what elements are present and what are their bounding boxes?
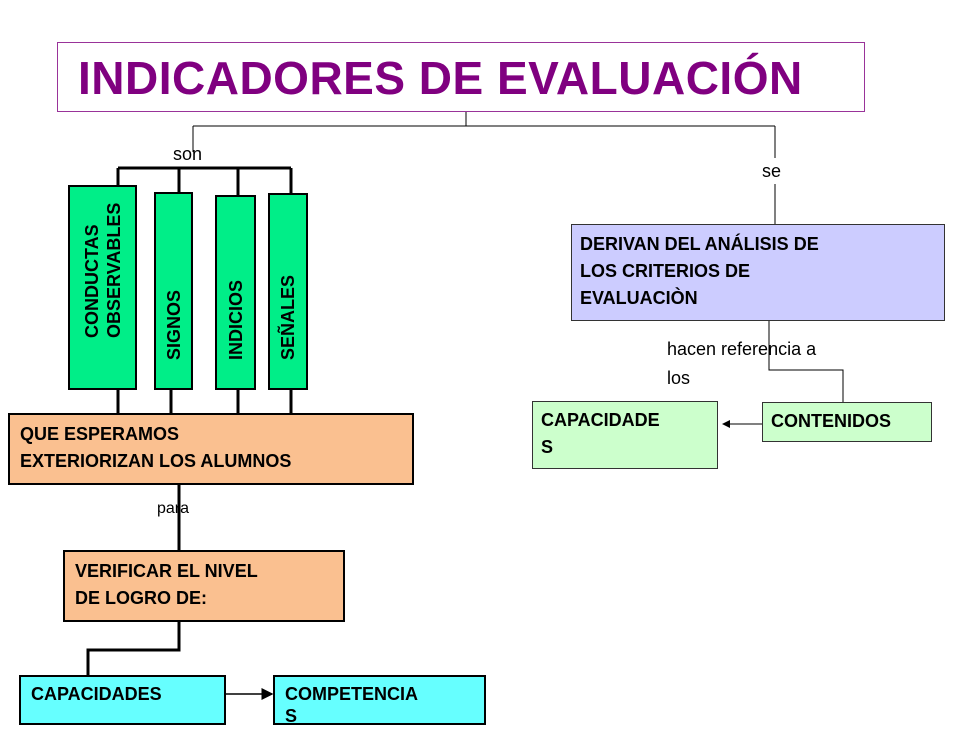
signos-label: SIGNOS <box>163 289 184 360</box>
contenidos-label: CONTENIDOS <box>771 411 892 431</box>
title-box: INDICADORES DE EVALUACIÓN <box>57 42 865 112</box>
verify-line1: VERIFICAR EL NIVEL <box>75 561 258 581</box>
derive-line1: DERIVAN DEL ANÁLISIS DE <box>580 234 819 254</box>
verify-line2: DE LOGRO DE: <box>75 588 208 608</box>
hacen-referencia-label-line2: los <box>667 368 691 388</box>
capacidades-label: CAPACIDADES <box>31 684 162 704</box>
verify-box: VERIFICAR EL NIVEL DE LOGRO DE: <box>63 550 345 622</box>
diagram-title: INDICADORES DE EVALUACIÓN <box>78 52 803 104</box>
conductas-observables-text: CONDUCTAS OBSERVABLES <box>81 203 125 338</box>
contenidos-box: CONTENIDOS <box>762 402 932 442</box>
hacen-referencia-label-line1: hacen referencia a <box>667 339 817 359</box>
son-label: son <box>173 144 203 164</box>
verify-to-capacidades-line <box>86 621 181 676</box>
signos-text: SIGNOS <box>163 290 185 360</box>
derive-line2: LOS CRITERIOS DE <box>580 261 751 281</box>
observables-label: OBSERVABLES <box>103 202 124 338</box>
capacidades-box: CAPACIDADES <box>19 675 226 725</box>
indicios-label: INDICIOS <box>225 279 246 360</box>
competencias-line1: COMPETENCIA <box>285 684 419 704</box>
signos-box: SIGNOS <box>154 192 193 390</box>
senales-label: SEÑALES <box>278 274 298 360</box>
right-capacidades-box: CAPACIDADE S <box>532 401 718 469</box>
conductas-observables-box: CONDUCTAS OBSERVABLES <box>68 185 137 390</box>
indicios-text: INDICIOS <box>225 280 247 360</box>
right-capacidades-line1: CAPACIDADE <box>541 410 660 430</box>
exteriorize-line2: EXTERIORIZAN LOS ALUMNOS <box>20 451 292 471</box>
se-label: se <box>762 161 782 181</box>
exteriorize-line1: QUE ESPERAMOS <box>20 424 180 444</box>
conductas-label: CONDUCTAS <box>81 224 102 338</box>
derive-line3: EVALUACIÒN <box>580 288 698 308</box>
para-label: para <box>157 500 190 517</box>
right-capacidades-line2: S <box>541 437 554 457</box>
competencias-box: COMPETENCIA S <box>273 675 486 726</box>
derive-box: DERIVAN DEL ANÁLISIS DE LOS CRITERIOS DE… <box>571 224 945 321</box>
exteriorize-box: QUE ESPERAMOS EXTERIORIZAN LOS ALUMNOS <box>8 413 414 485</box>
derive-to-contenidos-line <box>768 288 844 402</box>
senales-box: SEÑALES <box>268 193 308 390</box>
senales-text: SEÑALES <box>277 275 299 360</box>
indicios-box: INDICIOS <box>215 195 256 390</box>
